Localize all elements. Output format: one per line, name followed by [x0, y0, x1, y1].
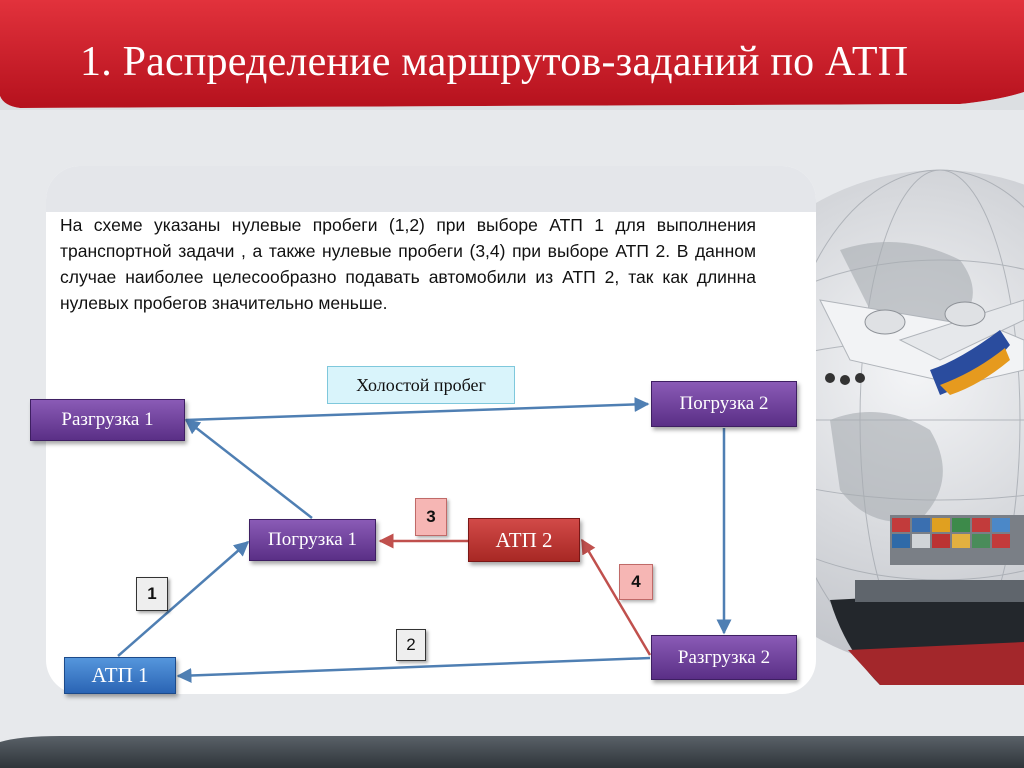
node-atp-2: АТП 2 [468, 518, 580, 562]
arrow-unload1-to-load2 [186, 404, 648, 420]
arrow-load1-to-unload1 [186, 420, 312, 518]
edge-label-1: 1 [136, 577, 168, 611]
edge-label-2: 2 [396, 629, 426, 661]
edge-label-3: 3 [415, 498, 447, 536]
idle-run-label: Холостой пробег [327, 366, 515, 404]
node-load-1: Погрузка 1 [249, 519, 376, 561]
node-load-2: Погрузка 2 [651, 381, 797, 427]
edge-label-4: 4 [619, 564, 653, 600]
node-unload-1: Разгрузка 1 [30, 399, 185, 441]
node-unload-2: Разгрузка 2 [651, 635, 797, 680]
node-atp-1: АТП 1 [64, 657, 176, 694]
